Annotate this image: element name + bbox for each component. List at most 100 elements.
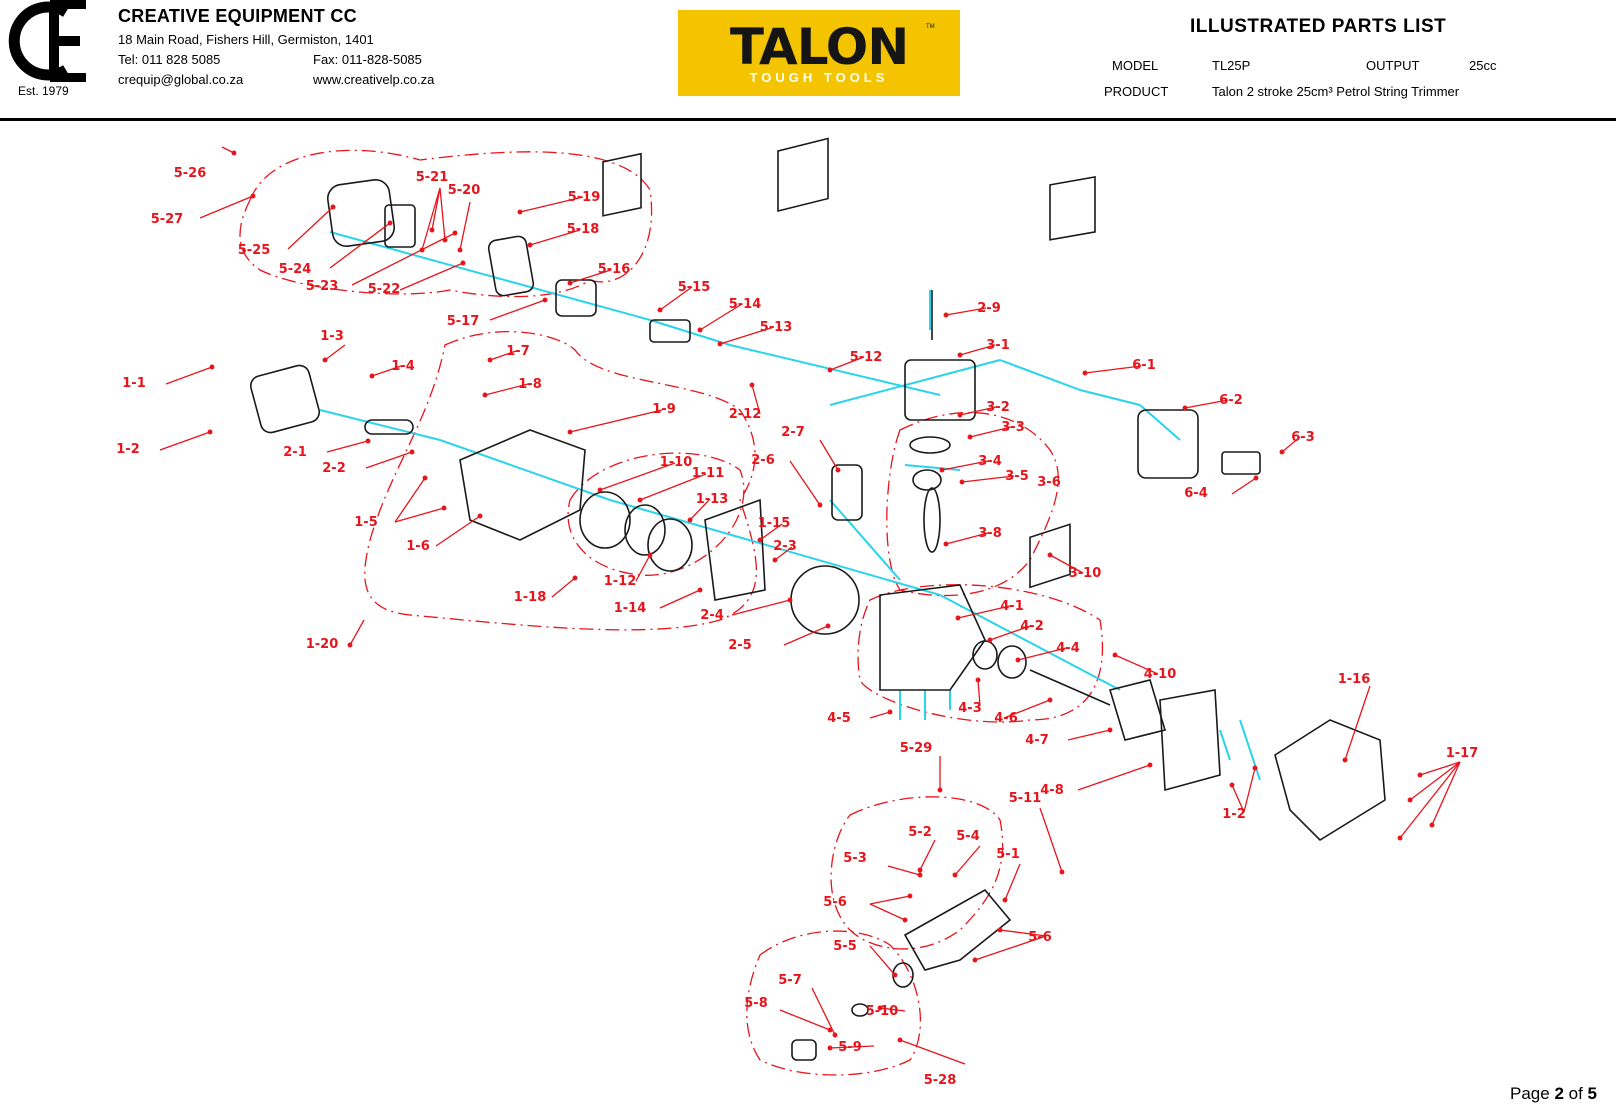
leader-dot (892, 972, 898, 978)
callout-leader (1231, 784, 1245, 813)
leader-dot (717, 341, 723, 347)
air-filter-base (487, 235, 535, 297)
callout-leader (365, 451, 413, 469)
assembly-axis (319, 409, 441, 441)
callout-label: 1-5 (354, 515, 378, 530)
leader-dot (902, 917, 908, 923)
callout-label: 1-1 (122, 376, 146, 391)
callout-leader (569, 269, 612, 284)
assembly-axis (1139, 404, 1181, 441)
callout-leader (1419, 761, 1461, 776)
callout-label: 5-14 (729, 297, 762, 312)
callout-leader (287, 206, 334, 250)
product-value: Talon 2 stroke 25cm³ Petrol String Trimm… (1212, 84, 1460, 99)
callout-leader (959, 406, 997, 416)
callout-label: 2-2 (322, 461, 346, 476)
callout-label: 3-6 (1037, 475, 1061, 490)
leader-dot (835, 467, 841, 473)
assembly-group-boundary (364, 331, 758, 631)
callout-label: 5-24 (279, 262, 312, 277)
ce-logo (8, 0, 86, 82)
callout-label: 1-11 (692, 466, 725, 481)
callout-label: 4-2 (1020, 619, 1044, 634)
callout-label: 3-8 (978, 526, 1002, 541)
leader-dot (1147, 762, 1153, 768)
leader-dot (939, 467, 945, 473)
insulator-block (649, 319, 691, 343)
callout-label: 5-21 (416, 170, 449, 185)
callout-leader (1231, 477, 1257, 495)
assembly-group-boundary (746, 930, 922, 1076)
leader-dot (687, 517, 693, 523)
leader-dot (957, 352, 963, 358)
leader-dot (477, 513, 483, 519)
air-filter-cover (326, 178, 396, 248)
assembly-axis (1239, 719, 1261, 781)
callout-label: 2-7 (781, 425, 805, 440)
leader-dot (697, 587, 703, 593)
leader-dot (1342, 757, 1348, 763)
output-label: OUTPUT (1366, 58, 1420, 73)
callout-label: 3-3 (1001, 420, 1025, 435)
callout-leader (1409, 761, 1461, 801)
callout-label: 1-3 (320, 329, 344, 344)
callout-leader (529, 229, 581, 246)
callout-leader (719, 326, 775, 345)
callout-leader (779, 1009, 831, 1031)
callout-leader (1003, 699, 1051, 719)
page-number: Page 2 of 5 (1510, 1084, 1597, 1103)
leader-dot (943, 312, 949, 318)
callout-label: 1-8 (518, 377, 542, 392)
callout-leader (351, 232, 456, 286)
assembly-axis (1079, 389, 1141, 406)
leader-dot (250, 193, 256, 199)
established-year: Est. 1979 (18, 84, 69, 98)
callout-leaders (159, 146, 1461, 1065)
callout-label: 5-26 (174, 166, 207, 181)
callout-leader (349, 619, 365, 646)
leader-dot (1417, 772, 1423, 778)
callout-label: 2-5 (728, 638, 752, 653)
leader-dot (817, 502, 823, 508)
assembly-axis (1219, 729, 1231, 761)
callout-leader (945, 307, 987, 316)
callout-label: 5-6 (1028, 930, 1052, 945)
callout-leader (1017, 647, 1067, 661)
muffler-plate (1221, 451, 1261, 475)
callout-leader (639, 473, 707, 501)
carburetor (555, 279, 597, 317)
callout-label: 5-19 (568, 190, 601, 205)
callout-leader (324, 344, 346, 361)
callout-leader (439, 187, 446, 241)
callout-label: 6-4 (1184, 486, 1208, 501)
leader-dot (542, 297, 548, 303)
callout-leader (1067, 729, 1111, 741)
callout-leader (819, 439, 839, 471)
callout-leader (659, 589, 701, 609)
assembly-group-boundary (830, 796, 1004, 950)
callout-leader (435, 515, 481, 547)
engine-cover (1274, 719, 1386, 842)
document-title: ILLUSTRATED PARTS LIST (1190, 16, 1447, 37)
leader-dot (917, 867, 923, 873)
leader-dot (897, 1037, 903, 1043)
callout-label: 1-18 (514, 590, 547, 605)
leader-dot (952, 872, 958, 878)
callout-leader (1399, 761, 1461, 839)
callout-leader (569, 409, 663, 433)
assembly-group-boundary (239, 149, 653, 298)
callout-label: 5-1 (996, 847, 1020, 862)
callout-label: 1-17 (1446, 746, 1479, 761)
callout-leader (371, 365, 402, 377)
starter-spring (579, 491, 631, 549)
callout-label: 1-13 (696, 492, 729, 507)
callout-label: 1-12 (604, 574, 637, 589)
leader-dot (1253, 475, 1259, 481)
flywheel (790, 565, 860, 635)
callout-label: 1-15 (758, 516, 791, 531)
leader-dot (422, 475, 428, 481)
callout-label: 5-3 (843, 851, 867, 866)
leader-dot (1059, 869, 1065, 875)
callout-leader (1281, 436, 1301, 453)
callout-leader (899, 1039, 966, 1065)
